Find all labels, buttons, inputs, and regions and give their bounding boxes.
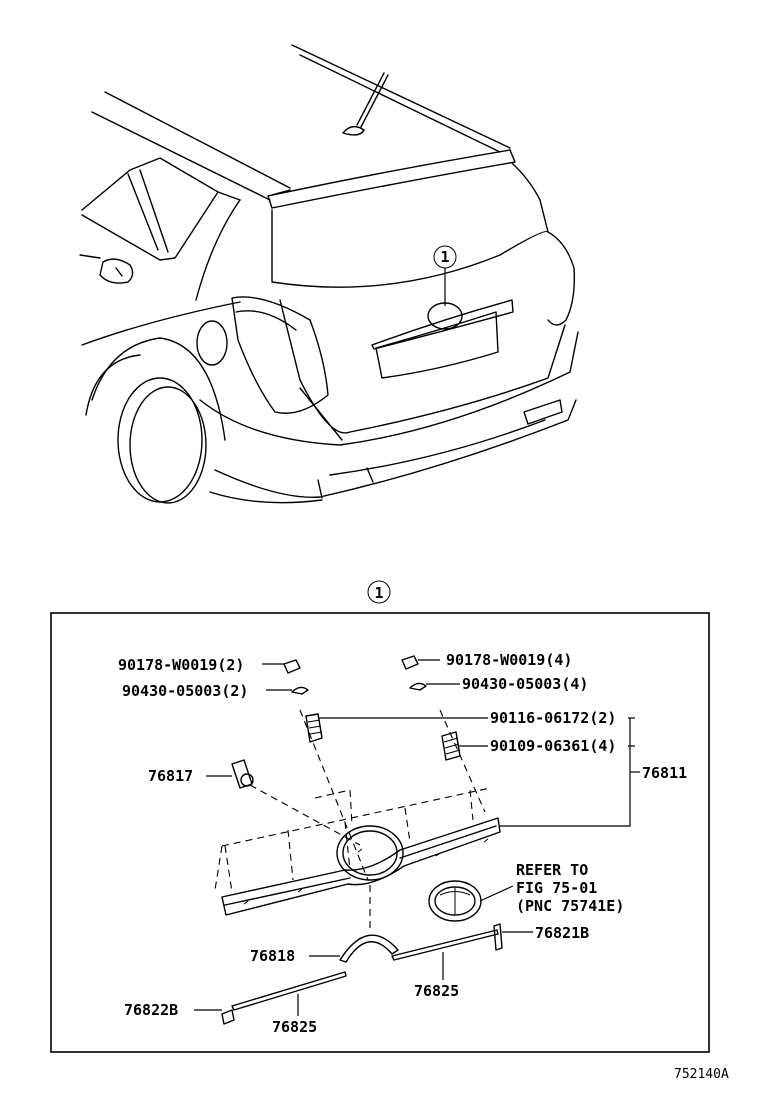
part-label-76825-right: 76825 [414, 982, 459, 1000]
detail-callout-circle [367, 580, 391, 604]
part-label-90178-w0019-2: 90178-W0019(2) [118, 656, 244, 674]
part-label-76811: 76811 [642, 764, 687, 782]
figure-id: 752140A [674, 1067, 729, 1082]
refer-note-line-3: (PNC 75741E) [516, 897, 624, 915]
vehicle-rear-illustration: 1 [79, 44, 579, 504]
garnish-assembly [214, 655, 503, 1025]
part-label-90430-05003-4: 90430-05003(4) [462, 675, 588, 693]
part-label-90116-06172: 90116-06172(2) [490, 709, 616, 727]
part-label-76817: 76817 [148, 767, 193, 785]
refer-note-line-2: FIG 75-01 [516, 879, 597, 897]
refer-note: REFER TO FIG 75-01 (PNC 75741E) [516, 861, 624, 915]
part-label-90430-05003-2: 90430-05003(2) [122, 682, 248, 700]
detail-callout-label: 1 [374, 584, 383, 602]
part-label-76821b: 76821B [535, 924, 589, 942]
part-label-76818: 76818 [250, 947, 295, 965]
part-label-76822b: 76822B [124, 1001, 178, 1019]
part-labels: 90178-W0019(2) 90430-05003(2) 90178-W001… [118, 651, 687, 1036]
view-callout-label: 1 [440, 248, 449, 266]
leader-lines [194, 659, 640, 1016]
refer-note-line-1: REFER TO [516, 861, 588, 879]
detail-frame [50, 612, 710, 1053]
part-label-76825-left: 76825 [272, 1018, 317, 1036]
part-label-90109-06361: 90109-06361(4) [490, 737, 616, 755]
part-label-90178-w0019-4: 90178-W0019(4) [446, 651, 572, 669]
